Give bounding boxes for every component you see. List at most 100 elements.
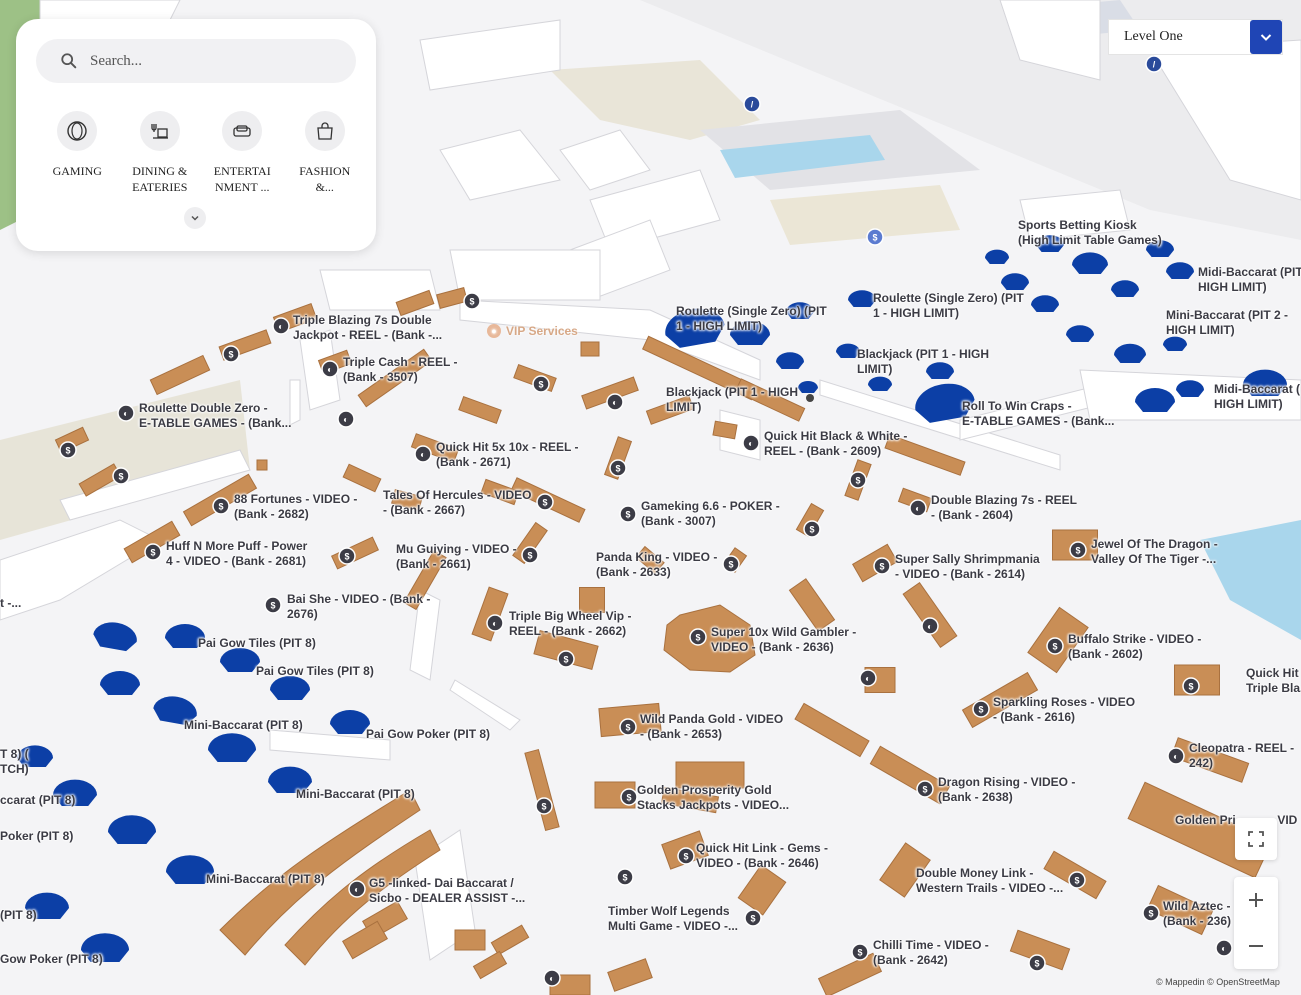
location-label-sports-kiosk[interactable]: Sports Betting Kiosk (High Limit Table G…	[1018, 218, 1162, 247]
location-label-bai-she[interactable]: Bai She - VIDEO - (Bank - 2676)	[287, 592, 431, 621]
svg-text:$: $	[855, 476, 860, 486]
location-label-blackjack-1[interactable]: Blackjack (PIT 1 - HIGH LIMIT)	[857, 347, 990, 376]
location-label-golden-princess[interactable]: Golden Pri	[1175, 813, 1236, 827]
table-game	[153, 696, 197, 726]
svg-text:$: $	[625, 510, 630, 520]
table-game	[100, 671, 140, 695]
zoom-in-button[interactable]	[1234, 877, 1278, 923]
svg-text:◐: ◐	[1173, 752, 1178, 762]
location-label-88-fortunes[interactable]: 88 Fortunes - VIDEO - (Bank - 2682)	[234, 492, 358, 521]
search-bar[interactable]	[36, 39, 356, 83]
slot-bank	[1146, 884, 1214, 936]
table-game	[915, 383, 975, 423]
table-game	[1166, 262, 1194, 279]
location-label-baccarat-edge[interactable]: ccarat (PIT 8)	[0, 793, 76, 807]
location-label-triple-cash[interactable]: Triple Cash - REEL - (Bank - 3507)	[343, 355, 458, 384]
location-label-sparkling-roses[interactable]: Sparkling Roses - VIDEO - (Bank - 2616)	[993, 695, 1136, 724]
location-label-pai-gow-poker-1[interactable]: Pai Gow Poker (PIT 8)	[366, 727, 491, 741]
table-game	[108, 815, 156, 844]
location-label-wild-aztec[interactable]: Wild Aztec - (Bank - 236)	[1163, 899, 1232, 928]
location-label-wild-panda[interactable]: Wild Panda Gold - VIDEO - (Bank - 2653)	[640, 712, 784, 741]
gaming-pin: ◐	[1215, 939, 1233, 957]
svg-text:$: $	[1148, 909, 1153, 919]
expand-categories-button[interactable]	[184, 207, 206, 229]
location-label-panda-king[interactable]: Panda King - VIDEO - (Bank - 2633)	[596, 550, 718, 579]
slot-bank	[436, 287, 468, 309]
location-label-huff-n-puff[interactable]: Huff N More Puff - Power 4 - VIDEO - (Ba…	[166, 539, 308, 568]
location-label-triple-blazing[interactable]: Triple Blazing 7s Double Jackpot - REEL …	[293, 313, 443, 342]
location-label-mu-guiying[interactable]: Mu Guiying - VIDEO - (Bank - 2661)	[396, 542, 517, 571]
table-game	[868, 376, 892, 391]
slot-bank	[645, 395, 695, 425]
location-label-chilli-time[interactable]: Chilli Time - VIDEO - (Bank - 2642)	[873, 938, 989, 967]
location-label-blackjack-2[interactable]: Blackjack (PIT 1 - HIGH LIMIT)	[666, 385, 799, 414]
location-label-quick-hit-link[interactable]: Quick Hit Link - Gems - VIDEO - (Bank - …	[696, 841, 829, 870]
location-label-edge-dash[interactable]: t -...	[0, 596, 22, 610]
location-label-midi-baccarat-pit[interactable]: Midi-Baccarat (PIT HIGH LIMIT)	[1198, 265, 1301, 294]
location-label-super-sally[interactable]: Super Sally Shrimpmania - VIDEO - (Bank …	[895, 552, 1040, 581]
category-gaming[interactable]: GAMING	[36, 111, 119, 195]
location-label-roulette-double-zero[interactable]: Roulette Double Zero - E-TABLE GAMES - (…	[139, 401, 292, 430]
slot-bank	[410, 433, 460, 463]
location-label-roll-to-win[interactable]: Roll To Win Craps - E-TABLE GAMES - (Ban…	[962, 399, 1115, 428]
location-label-midi-baccarat-2[interactable]: Midi-Baccarat ( HIGH LIMIT)	[1214, 382, 1301, 411]
slot-bank	[712, 420, 738, 440]
location-label-mini-baccarat-8a[interactable]: Mini-Baccarat (PIT 8)	[184, 718, 303, 732]
svg-text:◐: ◐	[354, 885, 359, 895]
vip-services-marker[interactable]: ● VIP Services	[487, 324, 578, 338]
svg-text:◐: ◐	[278, 322, 283, 332]
location-label-quick-hit-bw[interactable]: Quick Hit Black & White - REEL - (Bank -…	[764, 429, 908, 458]
slot-bank	[635, 545, 665, 575]
location-label-pai-gow-tiles-2[interactable]: Pai Gow Tiles (PIT 8)	[256, 664, 374, 678]
svg-text:$: $	[541, 802, 546, 812]
location-label-gameking[interactable]: Gameking 6.6 - POKER - (Bank - 3007)	[641, 499, 780, 528]
slot-bank	[342, 463, 382, 493]
location-label-quick-hit-triple[interactable]: Quick Hit Triple Bla...	[1246, 666, 1301, 695]
location-label-tales-hercules[interactable]: Tales Of Hercules - VIDEO - (Bank - 2667…	[383, 488, 532, 517]
location-label-quick-hit-5x[interactable]: Quick Hit 5x 10x - REEL - (Bank - 2671)	[436, 440, 579, 469]
slot-bank	[794, 702, 870, 758]
fullscreen-button[interactable]	[1235, 818, 1277, 860]
location-label-mini-baccarat-8c[interactable]: Mini-Baccarat (PIT 8)	[206, 872, 325, 886]
location-label-gow-poker-edge[interactable]: Gow Poker (PIT 8)	[0, 952, 103, 966]
location-label-double-blazing[interactable]: Double Blazing 7s - REEL - (Bank - 2604)	[931, 493, 1078, 522]
location-label-roulette-single-2[interactable]: Roulette (Single Zero) (PIT 1 - HIGH LIM…	[873, 291, 1024, 320]
location-label-g5-linked[interactable]: G5 -linked- Dai Baccarat / Sicbo - DEALE…	[369, 876, 526, 905]
svg-text:$: $	[218, 502, 223, 512]
table-game	[1066, 325, 1094, 342]
category-dining[interactable]: DINING & EATERIES	[119, 111, 202, 195]
atm-pin: $	[535, 797, 553, 815]
location-label-golden-prosperity[interactable]: Golden Prosperity Gold Stacks Jackpots -…	[637, 783, 790, 812]
location-label-roulette-single-1[interactable]: Roulette (Single Zero) (PIT 1 - HIGH LIM…	[676, 304, 827, 333]
category-fashion[interactable]: FASHION &...	[284, 111, 367, 195]
gaming-pin: ◐	[921, 617, 939, 635]
location-label-pit8-edge[interactable]: T 8) ( TCH)	[0, 747, 29, 776]
atm-pin: $	[851, 943, 869, 961]
location-label-mini-baccarat-pit2[interactable]: Mini-Baccarat (PIT 2 - HIGH LIMIT)	[1166, 308, 1289, 337]
location-label-pit8-edge-2[interactable]: (PIT 8)	[0, 908, 37, 922]
location-label-jewel-dragon[interactable]: Jewel Of The Dragon - Valley Of The Tige…	[1091, 537, 1218, 566]
level-selector[interactable]: Level One	[1108, 19, 1283, 55]
location-label-dragon-rising[interactable]: Dragon Rising - VIDEO - (Bank - 2638)	[938, 775, 1076, 804]
zoom-out-button[interactable]	[1234, 923, 1278, 969]
svg-text:$: $	[978, 705, 983, 715]
location-label-poker-edge[interactable]: Poker (PIT 8)	[0, 829, 74, 843]
location-label-double-money[interactable]: Double Money Link - Western Trails - VID…	[916, 866, 1064, 895]
table-game	[798, 381, 818, 393]
gaming-pin: ◐	[486, 614, 504, 632]
svg-text:◐: ◐	[915, 504, 920, 514]
search-input[interactable]	[90, 52, 320, 70]
location-label-super-10x[interactable]: Super 10x Wild Gambler - VIDEO - (Bank -…	[711, 625, 857, 654]
location-label-pai-gow-tiles-1[interactable]: Pai Gow Tiles (PIT 8)	[198, 636, 316, 650]
location-label-mini-baccarat-8b[interactable]: Mini-Baccarat (PIT 8)	[296, 787, 415, 801]
location-label-cleopatra[interactable]: Cleopatra - REEL - 242)	[1189, 741, 1295, 770]
location-label-triple-big-wheel[interactable]: Triple Big Wheel Vip - REEL - (Bank - 26…	[509, 609, 632, 638]
location-label-timber-wolf[interactable]: Timber Wolf Legends Multi Game - VIDEO -…	[608, 904, 739, 933]
category-entertainment[interactable]: ENTERTAI NMENT ...	[201, 111, 284, 195]
level-dropdown-button[interactable]	[1250, 20, 1282, 54]
atm-pin: $	[212, 497, 230, 515]
atm-pin: $	[722, 555, 740, 573]
fullscreen-icon	[1248, 831, 1264, 847]
location-label-buffalo-strike[interactable]: Buffalo Strike - VIDEO - (Bank - 2602)	[1068, 632, 1202, 661]
